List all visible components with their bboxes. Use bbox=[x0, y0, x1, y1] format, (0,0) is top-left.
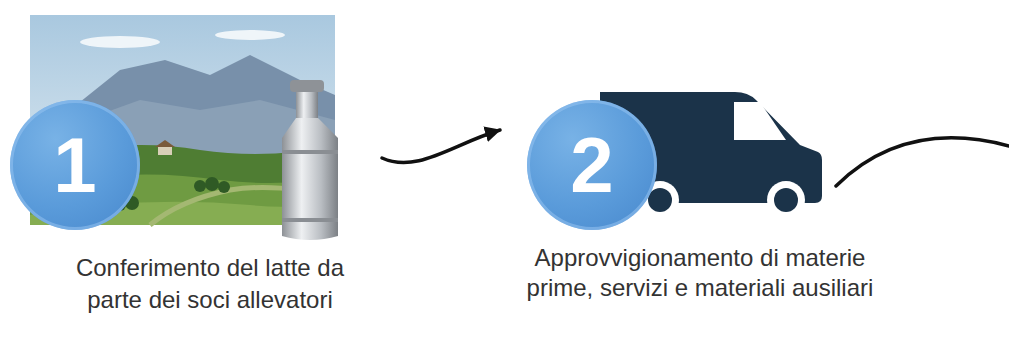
step-node: 1Conferimento del latte da parte dei soc… bbox=[10, 100, 382, 316]
step-node: 2Approvvigionamento di materie prime, se… bbox=[500, 100, 900, 303]
step-caption: Approvvigionamento di materie prime, ser… bbox=[500, 243, 900, 303]
exit-arrow bbox=[836, 138, 1009, 186]
milk-can bbox=[282, 80, 338, 240]
step-circle: 2 bbox=[527, 100, 657, 230]
step-number: 2 bbox=[570, 126, 613, 204]
step-caption: Conferimento del latte da parte dei soci… bbox=[40, 252, 380, 316]
step-circle: 1 bbox=[10, 100, 140, 230]
flow-arrow bbox=[382, 130, 500, 163]
step-number: 1 bbox=[53, 126, 96, 204]
